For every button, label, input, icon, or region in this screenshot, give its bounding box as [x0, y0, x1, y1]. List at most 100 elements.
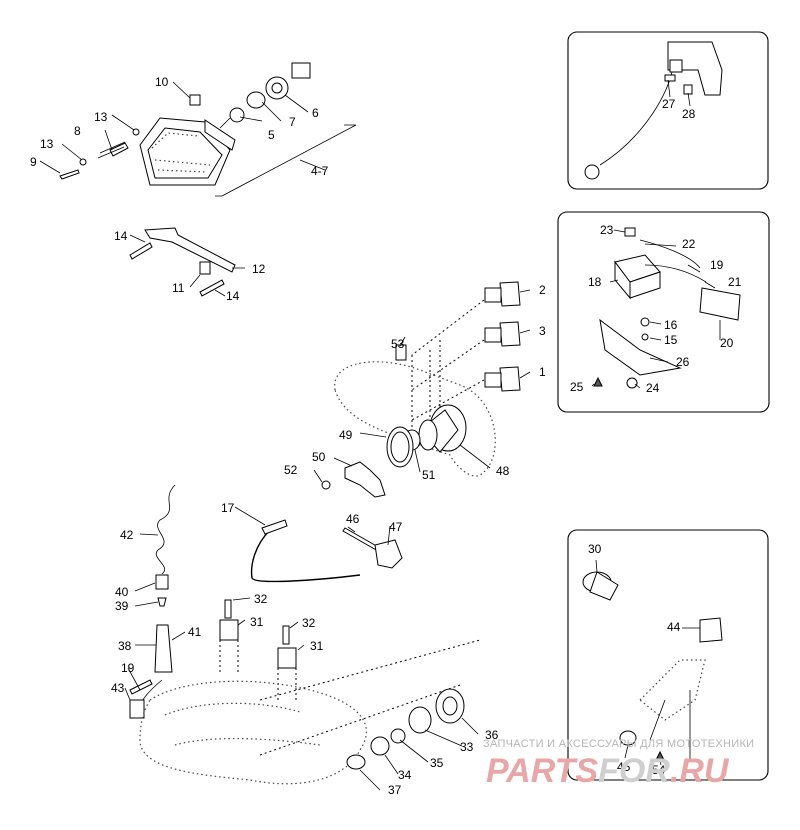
part-13-washer-b — [132, 128, 140, 136]
callout-36: 36 — [485, 728, 499, 742]
callout-labels: 2 3 1 4-7 5 6 7 8 9 10 13 13 14 14 11 12… — [30, 75, 742, 797]
connector-plug-inset — [584, 164, 600, 180]
callout-13-a: 13 — [94, 110, 108, 124]
cable-17 — [250, 529, 361, 583]
callout-51: 51 — [422, 468, 436, 482]
callout-52: 52 — [284, 463, 298, 477]
callout-15: 15 — [664, 333, 678, 347]
inset-top-contents — [584, 41, 723, 180]
callout-42: 42 — [120, 528, 134, 542]
part-14-rivet-b — [199, 279, 225, 297]
callout-14-a: 14 — [114, 229, 128, 243]
part-37 — [346, 754, 366, 770]
part-connector-top — [291, 62, 311, 79]
callout-4-7: 4-7 — [311, 164, 329, 178]
callout-18: 18 — [588, 275, 602, 289]
part-35 — [390, 728, 406, 744]
callout-14-b: 14 — [226, 289, 240, 303]
part-40-connector — [155, 574, 169, 590]
callout-23: 23 — [600, 223, 614, 237]
part-39-fuse — [157, 597, 167, 607]
callout-27: 27 — [662, 97, 676, 111]
callout-38: 38 — [118, 639, 132, 653]
part-23-screw — [624, 227, 636, 237]
callout-10: 10 — [155, 75, 169, 89]
part-14-rivet-a — [129, 242, 153, 260]
callout-8: 8 — [74, 124, 81, 138]
callout-26: 26 — [676, 355, 690, 369]
callout-9: 9 — [30, 155, 37, 169]
part-46-screw — [342, 527, 381, 552]
part-19-screw — [129, 679, 153, 695]
headlight-assembly — [59, 62, 357, 197]
callout-49: 49 — [339, 428, 353, 442]
part-50-bracket — [344, 461, 386, 498]
inset-bottom-contents — [582, 571, 723, 761]
watermark-logo-part3: .RU — [670, 752, 730, 790]
callout-25: 25 — [570, 380, 584, 394]
callout-1: 1 — [539, 365, 546, 379]
part-connector-43 — [129, 699, 145, 719]
callout-13-b: 13 — [40, 137, 54, 151]
callout-19-left: 19 — [121, 661, 135, 675]
inset-middle-contents — [593, 227, 741, 389]
callout-7: 7 — [289, 115, 296, 129]
inset-panel-bottom — [567, 529, 769, 781]
switches-31 — [219, 599, 297, 700]
callout-45: 45 — [617, 760, 631, 774]
callout-53: 53 — [391, 337, 405, 351]
part-38-regulator — [154, 624, 173, 673]
part-53-plug — [395, 344, 407, 361]
callout-35: 35 — [430, 756, 444, 770]
part-52-nut — [321, 480, 331, 490]
callout-32-b: 32 — [302, 616, 316, 630]
part-44-bulb — [699, 617, 723, 643]
callout-3: 3 — [539, 324, 546, 338]
callout-20: 20 — [720, 336, 734, 350]
callout-32-a: 32 — [254, 592, 268, 606]
callout-28: 28 — [682, 107, 696, 121]
callout-43: 43 — [111, 681, 125, 695]
callout-31-b: 31 — [310, 639, 324, 653]
bracket-12 — [129, 227, 236, 297]
callout-11: 11 — [172, 281, 185, 295]
part-47-connector — [374, 539, 403, 569]
callout-16: 16 — [664, 318, 678, 332]
part-24-nut — [626, 377, 638, 389]
switch-stack — [395, 281, 521, 445]
callout-30: 30 — [588, 542, 602, 556]
part-16-nut — [640, 317, 650, 327]
part-5-bulb — [229, 107, 245, 123]
callout-54: 54 — [652, 763, 666, 777]
callout-50: 50 — [312, 450, 326, 464]
watermark-logo-part1: PARTS — [486, 752, 598, 790]
part-25-drop — [593, 376, 603, 387]
inset-panel-middle — [557, 211, 770, 413]
part-10-clip — [189, 94, 201, 106]
part-7-socket — [246, 91, 266, 109]
part-31-switch-b — [277, 647, 297, 669]
part-11-stud — [199, 261, 211, 275]
part-33 — [408, 706, 432, 734]
part-31-switch-a — [219, 619, 239, 641]
callout-22: 22 — [682, 237, 696, 251]
callout-33: 33 — [460, 740, 474, 754]
callout-6: 6 — [312, 106, 319, 120]
callout-21: 21 — [728, 275, 742, 289]
hood-outline — [139, 680, 367, 785]
part-13-washer-a — [79, 158, 87, 166]
callout-40: 40 — [115, 585, 129, 599]
part-26-bracket — [599, 318, 682, 376]
callout-34: 34 — [398, 768, 412, 782]
gauge-48 — [321, 404, 467, 498]
part-32-knob-a — [224, 599, 232, 619]
part-28 — [683, 84, 693, 95]
callout-46: 46 — [346, 512, 360, 526]
watermark-logo-part2: FOR — [598, 752, 670, 790]
part-15-washer — [641, 333, 649, 341]
callout-2: 2 — [539, 283, 546, 297]
watermark: ЗАПЧАСТИ И АКСЕССУАРЫ ДЛЯ МОТОТЕХНИКИ PA… — [483, 738, 754, 790]
callout-31-a: 31 — [250, 615, 264, 629]
part-9-screw — [59, 169, 80, 180]
callout-41: 41 — [188, 625, 202, 639]
